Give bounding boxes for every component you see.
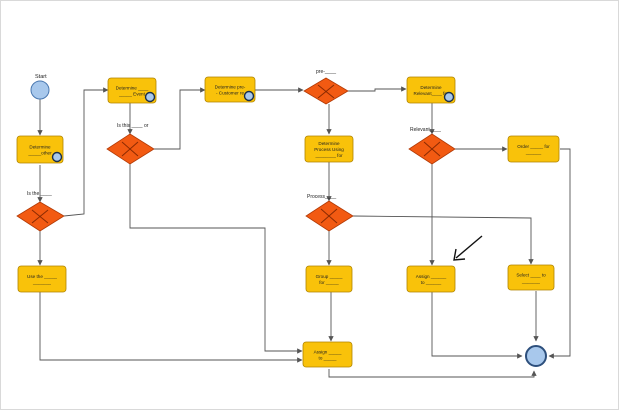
connector-t6-to-end xyxy=(548,148,571,359)
task-box[interactable] xyxy=(406,76,456,104)
gateway-g4-x-icon-b xyxy=(423,141,441,157)
task-label-line2: ______ xyxy=(525,150,542,155)
task-t7[interactable]: Use the ____________ xyxy=(17,265,67,293)
gateway-g1-x-icon-b xyxy=(31,209,49,224)
task-label-line1: Determine xyxy=(29,144,51,149)
task-t2[interactable]: Determine _________ Event xyxy=(107,77,157,104)
task-label-line1: Determine xyxy=(420,85,442,90)
task-label-line3: ________ for xyxy=(314,153,343,158)
gateways: Is the ____ Is this ____ or pre-____ Rel… xyxy=(16,69,456,232)
task-box[interactable] xyxy=(204,76,256,103)
task-label-line2: _______ xyxy=(521,278,540,283)
task-box[interactable] xyxy=(16,135,64,164)
gateway-g5-label: Process____ xyxy=(307,194,336,200)
start-event[interactable]: Start xyxy=(30,74,50,100)
task-t1[interactable]: Determine_____other xyxy=(16,135,64,164)
gateway-g1-label: Is the ____ xyxy=(27,191,52,197)
connector-g2-to-t9 xyxy=(129,164,303,354)
task-t10[interactable]: Select ____ to_______ xyxy=(507,264,555,291)
task-label-line1: Determine pre- xyxy=(215,84,246,89)
task-label-line2: Process Using xyxy=(314,147,344,152)
gateway-g2-label: Is this ____ or xyxy=(117,123,149,129)
task-label-line1: Use the _____ xyxy=(27,274,57,279)
task-t3[interactable]: Determine pre-- Customer re xyxy=(204,76,256,103)
connectors xyxy=(37,86,571,378)
start-event-circle[interactable] xyxy=(30,80,50,100)
task-label-line2: to ______ xyxy=(421,280,442,285)
attached-event-icon xyxy=(443,91,455,103)
task-t8[interactable]: Group _____for _____ xyxy=(305,265,353,293)
task-label-line1: Order _____ for xyxy=(517,144,550,149)
attached-event-icon xyxy=(243,90,255,102)
start-label: Start xyxy=(35,74,47,80)
gateway-g1[interactable]: Is the ____ xyxy=(16,191,65,232)
task-label-line2: _____other xyxy=(27,150,52,155)
annotation-arrow-icon xyxy=(453,235,483,261)
task-label-line1: Group _____ xyxy=(316,274,343,279)
task-t6[interactable]: Order _____ for______ xyxy=(507,135,560,163)
task-label-line1: Determine ____ xyxy=(116,85,149,90)
end-event[interactable] xyxy=(525,345,547,367)
connector-g3-to-t4 xyxy=(348,86,407,92)
task-t11[interactable]: Assign ______to ______ xyxy=(406,265,456,293)
task-label-line2: to _____ xyxy=(319,355,337,360)
task-box[interactable] xyxy=(304,135,354,163)
attached-event-icon xyxy=(144,91,156,103)
task-label-line2: for _____ xyxy=(319,280,339,285)
task-label-line1: Assign ______ xyxy=(416,274,447,279)
task-box[interactable] xyxy=(107,77,157,104)
task-label-line1: Determine xyxy=(318,141,340,146)
task-label-line2: _______ xyxy=(32,280,51,285)
task-box[interactable] xyxy=(507,135,560,163)
connector-g1-to-t2 xyxy=(63,87,109,217)
task-box[interactable] xyxy=(17,265,67,293)
end-event-circle[interactable] xyxy=(525,345,547,367)
gateway-g3[interactable]: pre-____ xyxy=(303,69,349,105)
gateway-g4[interactable]: Relevant____ xyxy=(408,127,456,165)
connector-g2-to-t3 xyxy=(154,87,206,150)
task-label-line2: - Customer re xyxy=(216,90,245,95)
task-box[interactable] xyxy=(305,265,353,293)
gateway-g3-label: pre-____ xyxy=(316,69,336,75)
task-label-line1: Assign _____ xyxy=(314,349,342,354)
task-label-line2: _____ Event xyxy=(118,91,146,96)
task-label-line1: Select ____ to xyxy=(516,272,546,277)
gateway-g2-x-icon-b xyxy=(121,141,139,157)
task-box[interactable] xyxy=(406,265,456,293)
gateway-g2[interactable]: Is this ____ or xyxy=(106,123,155,165)
connector-t7-to-t9 xyxy=(39,292,303,363)
task-box[interactable] xyxy=(302,341,353,368)
attached-event-icon xyxy=(51,151,63,163)
gateway-g4-label: Relevant____ xyxy=(410,127,441,133)
task-label-line2: Relevant____ for xyxy=(414,91,449,96)
gateway-g5-x-icon-b xyxy=(320,208,338,224)
connector-t9-to-end xyxy=(328,369,537,378)
task-box[interactable] xyxy=(507,264,555,291)
task-t9[interactable]: Assign _____to _____ xyxy=(302,341,353,368)
gateway-g3-x-icon-b xyxy=(317,84,335,99)
connector-g5-to-t10 xyxy=(352,215,534,265)
connector-t11-to-end xyxy=(431,292,523,359)
gateway-g5[interactable]: Process____ xyxy=(305,194,354,232)
